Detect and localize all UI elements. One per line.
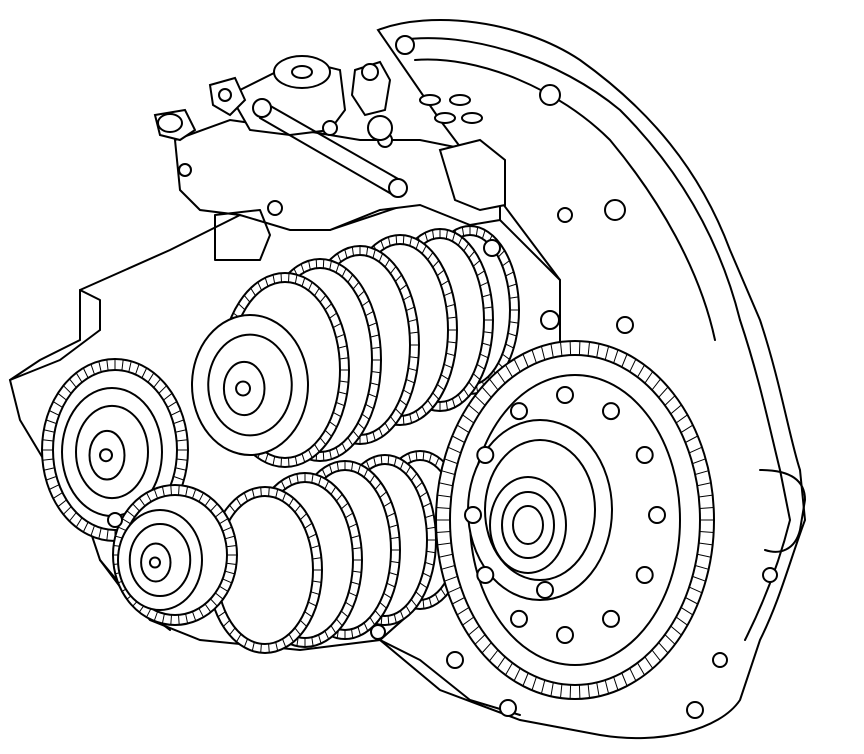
diff-bolt: [602, 402, 620, 421]
diff-bolt: [476, 446, 495, 464]
diff-bolt: [635, 566, 654, 584]
upper-gear-hub: [191, 314, 309, 456]
lower-gear-5: [207, 486, 323, 654]
case-bolts: [107, 207, 778, 717]
front-wheel-hub: [61, 387, 163, 517]
diff-bolt: [476, 566, 495, 584]
input-shaft-gears: [191, 225, 520, 468]
diff-bolt: [510, 609, 528, 628]
diff-bolt: [556, 626, 574, 644]
lower-wheel-hub: [117, 509, 203, 611]
lower-gear-wheel: [112, 484, 238, 626]
diff-bolt: [510, 402, 528, 421]
differential-carrier: [464, 386, 666, 644]
diff-bolt: [602, 609, 620, 628]
diff-bolt: [635, 446, 654, 464]
diff-bolt: [556, 386, 574, 404]
gear-shift-mechanism: [153, 55, 506, 261]
diff-bolt: [464, 506, 482, 524]
diff-bolt: [648, 506, 666, 524]
